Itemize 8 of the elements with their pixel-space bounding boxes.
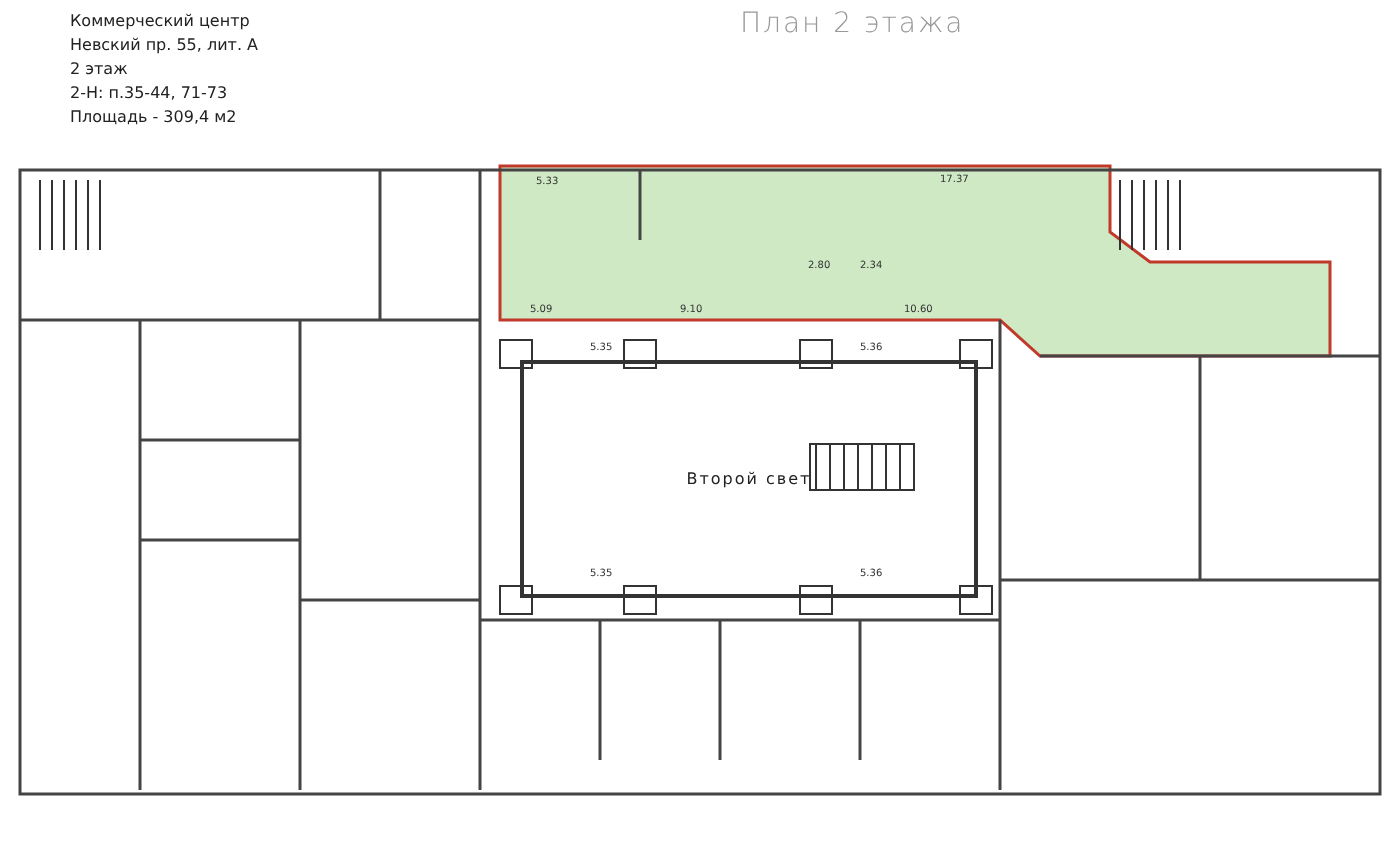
info-text: Площадь - 309,4 м2 [70,108,237,126]
info-text: 2-Н: п.35-44, 71-73 [70,84,228,102]
info-text: Коммерческий центр [70,12,250,30]
info-text: 2 этаж [70,60,128,78]
atrium-outline [520,360,978,598]
room-label: Второй свет [686,470,812,488]
plan-title: План 2 этажа [740,8,965,40]
info-text: Невский пр. 55, лит. А [70,36,259,54]
